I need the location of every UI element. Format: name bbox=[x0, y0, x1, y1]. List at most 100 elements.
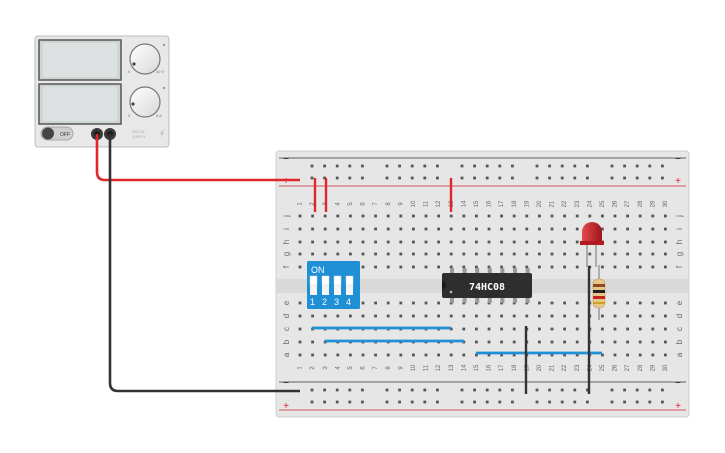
breadboard-hole[interactable] bbox=[462, 265, 466, 269]
breadboard-hole[interactable] bbox=[487, 214, 491, 218]
rail-hole[interactable] bbox=[573, 400, 577, 404]
breadboard-hole[interactable] bbox=[538, 327, 541, 331]
breadboard-hole[interactable] bbox=[349, 252, 352, 256]
breadboard-hole[interactable] bbox=[512, 252, 516, 256]
rail-hole[interactable] bbox=[323, 176, 326, 180]
breadboard-hole[interactable] bbox=[475, 227, 478, 231]
rail-hole[interactable] bbox=[635, 388, 639, 392]
rail-hole[interactable] bbox=[323, 400, 326, 404]
breadboard-hole[interactable] bbox=[626, 214, 629, 218]
breadboard-hole[interactable] bbox=[500, 240, 503, 244]
breadboard-hole[interactable] bbox=[512, 353, 516, 357]
breadboard-hole[interactable] bbox=[500, 227, 503, 231]
rail-hole[interactable] bbox=[535, 176, 539, 180]
rail-hole[interactable] bbox=[310, 176, 314, 180]
rail-hole[interactable] bbox=[648, 400, 652, 404]
breadboard-hole[interactable] bbox=[601, 340, 604, 344]
rail-hole[interactable] bbox=[348, 176, 352, 180]
breadboard-hole[interactable] bbox=[575, 301, 579, 305]
rail-hole[interactable] bbox=[511, 400, 514, 404]
breadboard-hole[interactable] bbox=[386, 301, 390, 305]
rail-hole[interactable] bbox=[586, 164, 589, 168]
rail-hole[interactable] bbox=[398, 164, 401, 168]
breadboard-hole[interactable] bbox=[563, 340, 566, 344]
breadboard-hole[interactable] bbox=[550, 353, 554, 357]
breadboard-hole[interactable] bbox=[512, 227, 516, 231]
breadboard-hole[interactable] bbox=[399, 301, 403, 305]
rail-hole[interactable] bbox=[335, 400, 339, 404]
breadboard-hole[interactable] bbox=[424, 252, 428, 256]
breadboard-hole[interactable] bbox=[311, 340, 314, 344]
breadboard-hole[interactable] bbox=[525, 227, 529, 231]
breadboard-hole[interactable] bbox=[336, 314, 340, 318]
breadboard-hole[interactable] bbox=[336, 227, 340, 231]
breadboard-hole[interactable] bbox=[613, 252, 617, 256]
rail-hole[interactable] bbox=[473, 176, 476, 180]
rail-hole[interactable] bbox=[310, 388, 314, 392]
breadboard-hole[interactable] bbox=[512, 240, 516, 244]
rail-hole[interactable] bbox=[548, 176, 551, 180]
breadboard-hole[interactable] bbox=[500, 214, 503, 218]
breadboard-hole[interactable] bbox=[512, 265, 516, 269]
breadboard-hole[interactable] bbox=[664, 265, 667, 269]
breadboard-hole[interactable] bbox=[412, 301, 415, 305]
breadboard-hole[interactable] bbox=[361, 252, 365, 256]
breadboard-hole[interactable] bbox=[361, 265, 365, 269]
breadboard-hole[interactable] bbox=[613, 314, 617, 318]
breadboard-hole[interactable] bbox=[424, 353, 428, 357]
breadboard-hole[interactable] bbox=[638, 227, 642, 231]
breadboard-hole[interactable] bbox=[626, 353, 629, 357]
rail-hole[interactable] bbox=[661, 400, 664, 404]
breadboard-hole[interactable] bbox=[437, 314, 440, 318]
breadboard-hole[interactable] bbox=[361, 227, 365, 231]
dip-toggle[interactable] bbox=[346, 276, 353, 295]
breadboard-hole[interactable] bbox=[575, 327, 579, 331]
breadboard-hole[interactable] bbox=[487, 314, 491, 318]
breadboard-hole[interactable] bbox=[311, 227, 314, 231]
rail-hole[interactable] bbox=[460, 388, 464, 392]
rail-hole[interactable] bbox=[586, 176, 589, 180]
breadboard-hole[interactable] bbox=[651, 265, 655, 269]
breadboard-hole[interactable] bbox=[638, 314, 642, 318]
breadboard-hole[interactable] bbox=[500, 265, 503, 269]
rail-hole[interactable] bbox=[473, 388, 476, 392]
breadboard-hole[interactable] bbox=[550, 227, 554, 231]
rail-hole[interactable] bbox=[361, 176, 364, 180]
resistor-icon[interactable] bbox=[592, 265, 606, 320]
breadboard-hole[interactable] bbox=[613, 327, 617, 331]
rail-hole[interactable] bbox=[548, 164, 551, 168]
rail-hole[interactable] bbox=[423, 400, 427, 404]
breadboard-hole[interactable] bbox=[601, 327, 604, 331]
breadboard-hole[interactable] bbox=[412, 314, 415, 318]
breadboard-hole[interactable] bbox=[399, 214, 403, 218]
rail-hole[interactable] bbox=[485, 400, 489, 404]
breadboard-hole[interactable] bbox=[512, 327, 516, 331]
rail-hole[interactable] bbox=[610, 388, 614, 392]
breadboard-hole[interactable] bbox=[311, 252, 314, 256]
rail-hole[interactable] bbox=[511, 176, 514, 180]
breadboard-hole[interactable] bbox=[550, 340, 554, 344]
breadboard-hole[interactable] bbox=[374, 214, 377, 218]
breadboard-hole[interactable] bbox=[512, 314, 516, 318]
breadboard-hole[interactable] bbox=[298, 252, 302, 256]
breadboard-hole[interactable] bbox=[323, 214, 327, 218]
breadboard-hole[interactable] bbox=[462, 353, 466, 357]
breadboard-hole[interactable] bbox=[449, 214, 453, 218]
breadboard-hole[interactable] bbox=[601, 265, 604, 269]
breadboard-hole[interactable] bbox=[538, 252, 541, 256]
rail-hole[interactable] bbox=[460, 164, 464, 168]
rail-hole[interactable] bbox=[623, 176, 626, 180]
breadboard-hole[interactable] bbox=[575, 214, 579, 218]
dip-toggle[interactable] bbox=[334, 276, 341, 295]
rail-hole[interactable] bbox=[498, 400, 502, 404]
breadboard-hole[interactable] bbox=[638, 327, 642, 331]
breadboard-hole[interactable] bbox=[311, 240, 314, 244]
rail-hole[interactable] bbox=[610, 164, 614, 168]
rail-hole[interactable] bbox=[361, 400, 364, 404]
breadboard-hole[interactable] bbox=[538, 265, 541, 269]
breadboard-hole[interactable] bbox=[601, 252, 604, 256]
rail-hole[interactable] bbox=[348, 388, 352, 392]
breadboard-hole[interactable] bbox=[412, 353, 415, 357]
breadboard-hole[interactable] bbox=[323, 227, 327, 231]
breadboard-hole[interactable] bbox=[638, 301, 642, 305]
